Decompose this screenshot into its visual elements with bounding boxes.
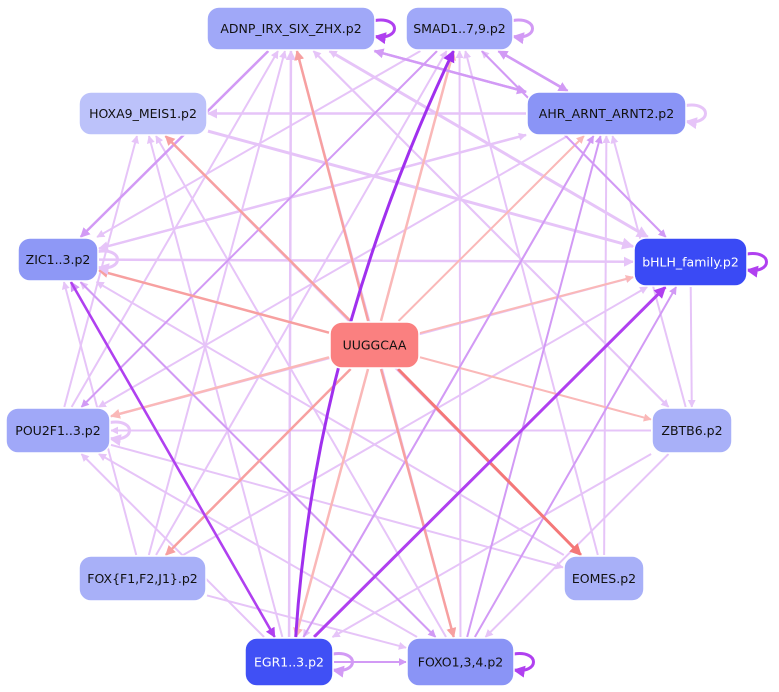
node-bhlh: bHLH_family.p2 [633, 237, 748, 287]
self-loop-bhlh [745, 252, 768, 278]
edge-uuggcaa-to-foxo [379, 368, 457, 638]
node-label: FOX{F1,F2,J1}.p2 [87, 571, 197, 586]
edge-uuggcaa-to-fox [164, 368, 352, 556]
edge-layer [61, 18, 768, 678]
node-smad: SMAD1..7,9.p2 [405, 6, 514, 51]
edge-uuggcaa-to-ahr [397, 135, 585, 322]
node-label: UUGGCAA [343, 338, 407, 353]
node-fox: FOX{F1,F2,J1}.p2 [78, 555, 207, 602]
node-label: ADNP_IRX_SIX_ZHX.p2 [220, 21, 361, 36]
edge-zbtb6-to-foxo [484, 453, 670, 638]
edge-bhlh-to-zbtb6 [687, 286, 696, 408]
edge-bhlh-to-adnp [328, 50, 649, 238]
edge-uuggcaa-to-bhlh [419, 275, 634, 335]
edge-egr-to-ahr [302, 135, 595, 638]
node-box [17, 237, 99, 282]
edge-foxo-to-smad [455, 50, 464, 638]
edge-uuggcaa-to-egr [293, 368, 370, 638]
node-box [405, 6, 514, 51]
edge-zic-to-ahr [98, 132, 527, 250]
node-pou2f: POU2F1..3.p2 [5, 407, 111, 454]
edge-egr-to-bhlh [313, 285, 667, 639]
self-loop-zic [96, 249, 119, 276]
edge-egr-to-pou2f [80, 453, 265, 638]
edge-fox-to-bhlh [182, 286, 648, 556]
node-label: AHR_ARNT_ARNT2.p2 [539, 106, 674, 121]
node-box [78, 91, 208, 136]
edge-egr-to-hoxa9 [146, 135, 284, 638]
edge-zic-to-egr [69, 281, 276, 638]
node-label: ZBTB6.p2 [661, 423, 722, 438]
node-box [651, 407, 733, 454]
self-loop-egr [331, 652, 354, 678]
node-egr: EGR1..3.p2 [244, 637, 334, 687]
edge-uuggcaa-to-adnp [294, 50, 370, 322]
self-loop-adnp [373, 18, 396, 45]
node-label: EOMES.p2 [572, 571, 636, 586]
edge-foxo-to-ahr [466, 135, 603, 638]
edge-zic-to-bhlh [98, 256, 634, 267]
edge-uuggcaa-to-pou2f [110, 356, 330, 419]
edge-zic-to-foxo [79, 281, 437, 638]
self-loop-smad [511, 18, 534, 45]
edge-pou2f-to-adnp [70, 50, 279, 408]
node-eomes: EOMES.p2 [563, 555, 645, 602]
node-label: POU2F1..3.p2 [15, 423, 100, 438]
node-hoxa9: HOXA9_MEIS1.p2 [78, 91, 208, 136]
node-layer: ADNP_IRX_SIX_ZHX.p2 SMAD1..7,9.p2HOXA9_ME… [5, 6, 748, 687]
edge-smad-to-bhlh [481, 50, 667, 238]
node-label: HOXA9_MEIS1.p2 [89, 106, 197, 121]
node-label: ZIC1..3.p2 [26, 252, 91, 267]
edge-smad-to-ahr [497, 49, 569, 93]
edge-uuggcaa-to-hoxa9 [164, 135, 352, 322]
edge-foxo-to-pou2f [98, 453, 418, 638]
node-label: FOXO1,3,4.p2 [418, 655, 504, 670]
edge-pou2f-to-eomes [110, 443, 564, 570]
node-box [244, 637, 334, 687]
node-box [406, 637, 515, 687]
node-zbtb6: ZBTB6.p2 [651, 407, 733, 454]
edge-fox-to-foxo [206, 594, 407, 650]
node-box [206, 6, 376, 51]
node-box [329, 321, 420, 369]
edge-egr-to-adnp [285, 50, 296, 638]
self-loop-ahr [684, 103, 707, 130]
node-box [633, 237, 748, 287]
node-foxo: FOXO1,3,4.p2 [406, 637, 515, 687]
edge-uuggcaa-to-zbtb6 [419, 356, 652, 422]
node-label: SMAD1..7,9.p2 [413, 21, 506, 36]
node-box [78, 555, 207, 602]
edge-hoxa9-to-bhlh [207, 129, 635, 250]
node-box [5, 407, 111, 454]
node-adnp: ADNP_IRX_SIX_ZHX.p2 [206, 6, 376, 51]
self-loop-pou2f [108, 420, 131, 447]
node-box [526, 91, 687, 136]
node-ahr: AHR_ARNT_ARNT2.p2 [526, 91, 687, 136]
node-label: bHLH_family.p2 [642, 255, 739, 270]
edge-uuggcaa-to-zic [98, 268, 330, 334]
node-uuggcaa: UUGGCAA [329, 321, 420, 369]
edge-uuggcaa-to-smad [379, 50, 456, 322]
node-label: EGR1..3.p2 [254, 655, 324, 670]
self-loop-foxo [512, 652, 535, 678]
node-zic: ZIC1..3.p2 [17, 237, 99, 282]
edge-foxo-to-bhlh [474, 286, 677, 638]
edge-ahr-to-pou2f [97, 135, 569, 408]
node-box [563, 555, 645, 602]
edge-adnp-to-ahr [374, 49, 527, 95]
edge-eomes-to-zic [95, 281, 565, 556]
